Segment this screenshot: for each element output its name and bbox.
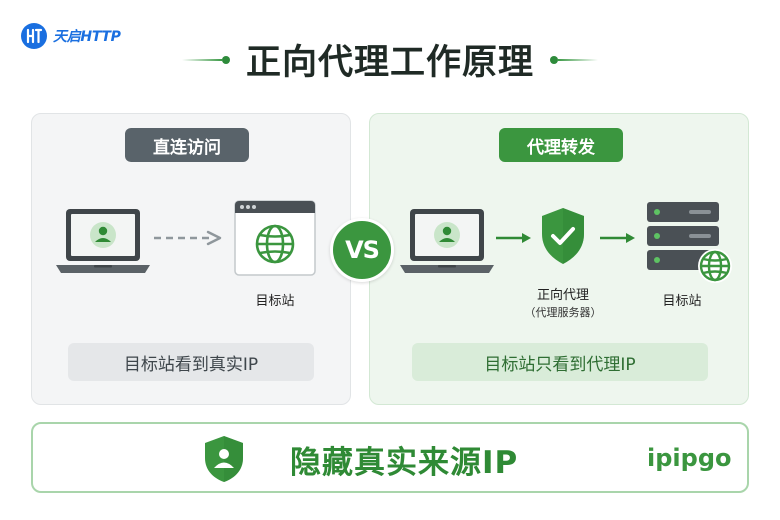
proxy-sublabel: （代理服务器） [524, 306, 602, 319]
target-site-browser-icon [234, 200, 316, 276]
title-decoration-left [164, 55, 230, 64]
proxy-forward-pill: 代理转发 [499, 128, 623, 162]
banner-brand: ipipgo [647, 444, 732, 472]
banner-text: 隐藏真实来源IP [290, 445, 519, 481]
forward-arrow-icon [496, 233, 531, 243]
client-laptop-icon [400, 209, 494, 273]
direct-arrow-icon [154, 230, 222, 246]
forward-arrow-icon [600, 233, 635, 243]
tianqi-logo-icon [21, 23, 47, 49]
right-target-label: 目标站 [662, 294, 702, 309]
page-title: 正向代理工作原理 [245, 43, 534, 83]
hide-ip-banner: 隐藏真实来源IP ipipgo [31, 422, 749, 493]
proxy-shield-icon [542, 208, 584, 264]
target-server-icon [647, 202, 732, 283]
direct-access-result: 目标站看到真实IP [68, 343, 314, 381]
client-laptop-icon [56, 209, 150, 273]
left-target-label: 目标站 [255, 294, 295, 309]
proxy-label: 正向代理 [536, 288, 589, 303]
logo-text: 天启HTTP [53, 29, 121, 45]
title-row: 正向代理工作原理 [0, 34, 780, 85]
title-decoration-right [550, 55, 616, 64]
user-shield-icon [205, 436, 243, 482]
direct-access-pill: 直连访问 [125, 128, 249, 162]
proxy-forward-result: 目标站只看到代理IP [412, 343, 708, 381]
direct-access-panel: 直连访问 目标站 目标站看到真实IP [31, 113, 351, 405]
brand-logo: 天启HTTP [20, 22, 121, 50]
vs-badge: VS [330, 218, 394, 282]
proxy-forward-panel: 代理转发 正向代理 （代理服务器） [369, 113, 749, 405]
